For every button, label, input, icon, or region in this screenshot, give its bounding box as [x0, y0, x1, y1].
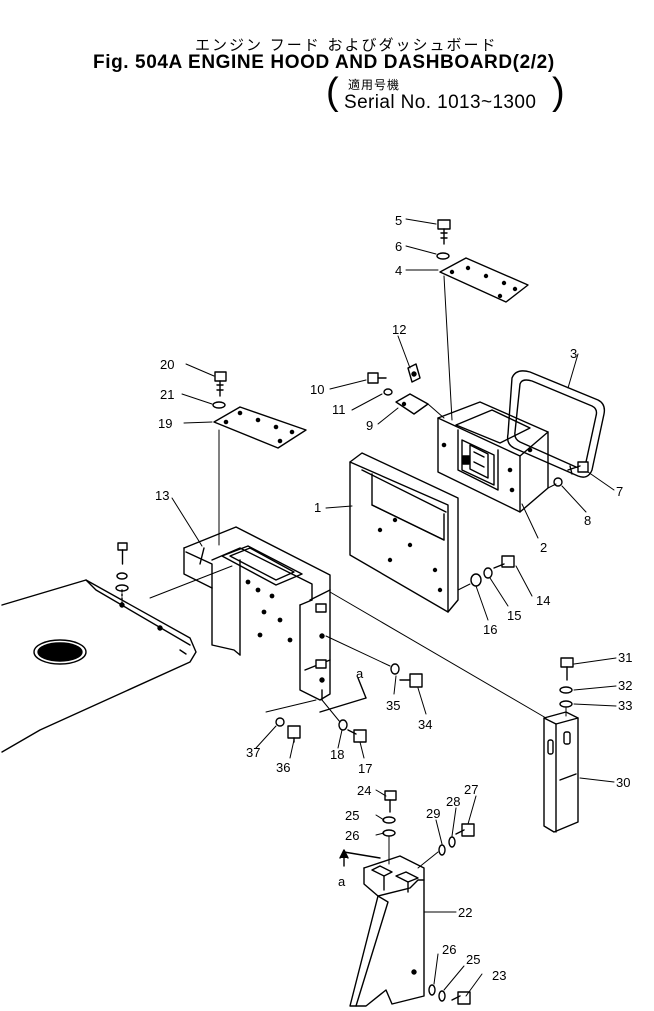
label-26-lower: 26	[442, 942, 456, 957]
reference-letter-a-lower: a	[338, 874, 346, 889]
label-21: 21	[160, 387, 174, 402]
label-20: 20	[160, 357, 174, 372]
label-11: 11	[332, 402, 346, 417]
label-25-upper: 25	[345, 808, 359, 823]
label-5: 5	[395, 213, 402, 228]
hood-bolt-stack	[115, 542, 129, 606]
bracket-9	[395, 393, 429, 415]
label-3: 3	[570, 346, 577, 361]
bolt-5	[437, 219, 451, 245]
dashboard-panel-1	[349, 452, 459, 613]
figure-header: エンジン フード およびダッシュボード Fig. 504A ENGINE HOO…	[0, 0, 654, 130]
label-31: 31	[618, 650, 632, 665]
label-10: 10	[310, 382, 324, 397]
bolt-7	[567, 461, 589, 475]
label-18: 18	[330, 747, 344, 762]
label-36: 36	[276, 760, 290, 775]
washer-15	[483, 567, 493, 579]
label-15: 15	[507, 608, 521, 623]
label-16: 16	[483, 622, 497, 637]
bolt-31	[560, 657, 574, 681]
engine-hood-panel	[1, 579, 197, 753]
cover-plate-19	[213, 406, 307, 546]
label-14: 14	[536, 593, 550, 608]
washer-21	[212, 401, 226, 409]
washer-35	[390, 663, 400, 675]
washer-25-lower	[438, 990, 446, 1002]
washer-11	[383, 388, 393, 396]
meter-box-2	[437, 401, 549, 513]
label-22: 22	[458, 905, 472, 920]
dashboard-frame-13	[183, 526, 331, 701]
bracket-left: (	[326, 71, 339, 113]
bracket-30	[543, 711, 579, 833]
bolt-34	[399, 673, 423, 688]
washer-32	[559, 686, 573, 694]
label-27: 27	[464, 782, 478, 797]
clip-12	[407, 363, 421, 383]
label-19: 19	[158, 416, 172, 431]
label-32: 32	[618, 678, 632, 693]
washer-33	[559, 700, 573, 708]
label-28: 28	[446, 794, 460, 809]
bracket-right: )	[552, 71, 565, 113]
label-17: 17	[358, 761, 372, 776]
bolt-27	[455, 823, 475, 837]
washer-29	[438, 844, 446, 856]
washer-28	[448, 836, 456, 848]
washer-8	[553, 477, 563, 487]
label-30: 30	[616, 775, 630, 790]
label-12: 12	[392, 322, 406, 337]
washer-25-upper	[382, 816, 396, 824]
label-34: 34	[418, 717, 432, 732]
bolt-17	[347, 729, 367, 743]
serial-label-japanese: 適用号機	[348, 78, 401, 92]
reference-a-lower	[339, 849, 381, 867]
part-number-labels: 5 6 4 3 12 20 10 21 11 19 9 7 13 1 8 2 1…	[155, 213, 632, 983]
alignment-line-hood	[149, 565, 233, 599]
reference-a-upper	[319, 677, 367, 713]
label-2: 2	[540, 540, 547, 555]
washer-26-upper	[382, 829, 396, 837]
alignment-line-30	[329, 591, 547, 719]
washer-26-lower	[428, 984, 436, 996]
label-33: 33	[618, 698, 632, 713]
label-1: 1	[314, 500, 321, 515]
label-35: 35	[386, 698, 400, 713]
label-9: 9	[366, 418, 373, 433]
label-26-upper: 26	[345, 828, 359, 843]
label-4: 4	[395, 263, 402, 278]
label-8: 8	[584, 513, 591, 528]
washer-37	[275, 717, 285, 727]
label-37: 37	[246, 745, 260, 760]
bolt-20	[214, 371, 227, 397]
washer-6	[436, 252, 450, 260]
label-13: 13	[155, 488, 169, 503]
top-plate-4	[439, 257, 529, 421]
label-7: 7	[616, 484, 623, 499]
bolt-36	[287, 725, 301, 743]
washer-16	[470, 573, 482, 587]
title-japanese: エンジン フード およびダッシュボード	[195, 36, 498, 54]
label-29: 29	[426, 806, 440, 821]
leader-lines	[171, 218, 617, 997]
bolt-14	[493, 555, 515, 569]
bolt-10	[367, 372, 387, 384]
label-23: 23	[492, 968, 506, 983]
washer-18	[338, 719, 348, 731]
figure-title: Fig. 504A ENGINE HOOD AND DASHBOARD(2/2)	[93, 52, 555, 73]
serial-range: Serial No. 1013~1300	[344, 92, 537, 113]
reference-letter-a-upper: a	[356, 666, 364, 681]
stay-22	[349, 855, 425, 1007]
label-6: 6	[395, 239, 402, 254]
bolt-24	[384, 790, 397, 813]
label-25-lower: 25	[466, 952, 480, 967]
label-24: 24	[357, 783, 371, 798]
